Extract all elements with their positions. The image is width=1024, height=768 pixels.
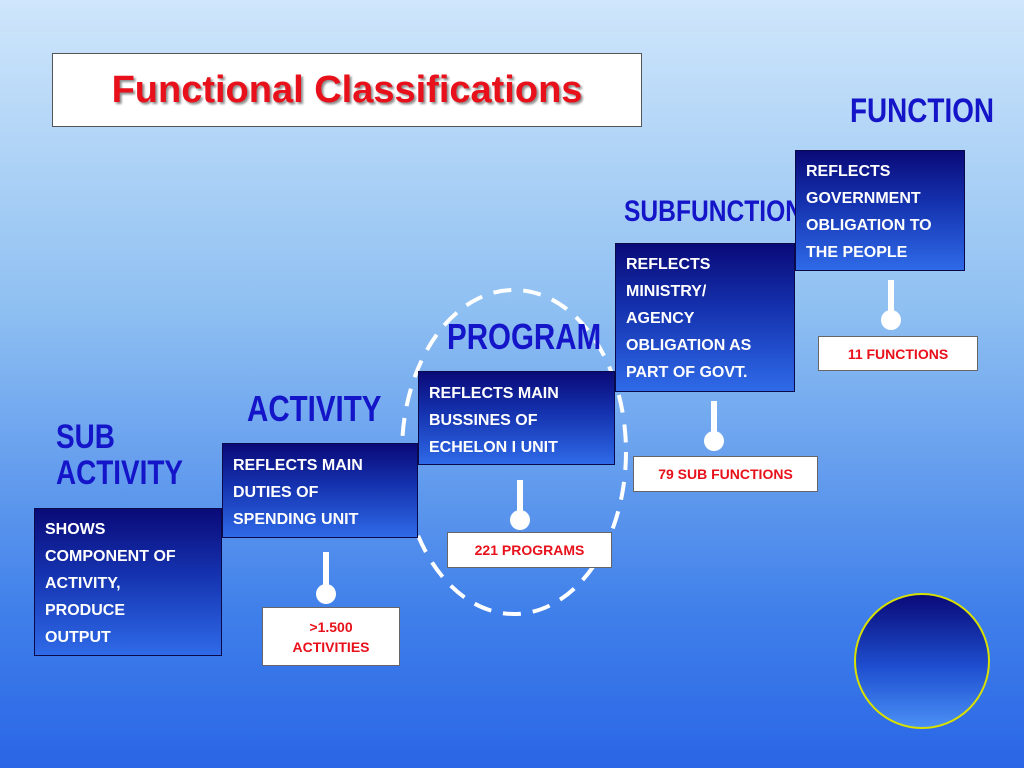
program-description-line: ECHELON I UNIT bbox=[429, 439, 558, 456]
subfunction-description-line: REFLECTS bbox=[626, 256, 711, 273]
subfunction-description-line: MINISTRY/ bbox=[626, 283, 707, 300]
sub-activity-description-line: ACTIVITY, bbox=[45, 575, 121, 592]
subfunction-label: SUBFUNCTION bbox=[624, 195, 804, 228]
sub-activity-description-line: SHOWS bbox=[45, 521, 106, 538]
sub-activity-label-line-2: ACTIVITY bbox=[56, 453, 184, 492]
program-label: PROGRAM bbox=[447, 316, 602, 357]
title-box: Functional Classifications bbox=[52, 53, 642, 127]
subfunction-description-line: PART OF GOVT. bbox=[626, 364, 748, 381]
subfunction-description-box: REFLECTS MINISTRY/ AGENCY OBLIGATION AS … bbox=[615, 243, 795, 392]
subfunction-count-line: 79 SUB FUNCTIONS bbox=[658, 466, 793, 482]
activity-label: ACTIVITY bbox=[247, 388, 382, 429]
program-description-box: REFLECTS MAIN BUSSINES OF ECHELON I UNIT bbox=[418, 371, 615, 465]
subfunction-connector-pin bbox=[704, 401, 724, 451]
function-description-box: REFLECTS GOVERNMENT OBLIGATION TO THE PE… bbox=[795, 150, 965, 271]
function-description-line: REFLECTS bbox=[806, 163, 891, 180]
subfunction-description-line: OBLIGATION AS bbox=[626, 337, 752, 354]
activity-description-box: REFLECTS MAIN DUTIES OF SPENDING UNIT bbox=[222, 443, 418, 538]
function-label: FUNCTION bbox=[850, 92, 995, 130]
activity-description-line: SPENDING UNIT bbox=[233, 511, 359, 528]
activity-description-line: REFLECTS MAIN bbox=[233, 457, 363, 474]
program-description-line: BUSSINES OF bbox=[429, 412, 538, 429]
program-count-line: 221 PROGRAMS bbox=[474, 542, 585, 558]
activity-description-line: DUTIES OF bbox=[233, 484, 319, 501]
function-description-line: OBLIGATION TO bbox=[806, 217, 932, 234]
circle-action-button[interactable] bbox=[854, 593, 990, 729]
activity-count-box: >1.500 ACTIVITIES bbox=[262, 607, 400, 666]
function-count-box: 11 FUNCTIONS bbox=[818, 336, 978, 371]
sub-activity-description-box: SHOWS COMPONENT OF ACTIVITY, PRODUCE OUT… bbox=[34, 508, 222, 656]
function-description-line: THE PEOPLE bbox=[806, 244, 908, 261]
activity-connector-pin bbox=[316, 552, 336, 604]
sub-activity-description-line: OUTPUT bbox=[45, 629, 111, 646]
page-title: Functional Classifications bbox=[111, 68, 583, 111]
function-count-line: 11 FUNCTIONS bbox=[847, 345, 949, 362]
program-count-box: 221 PROGRAMS bbox=[447, 532, 612, 568]
program-description-line: REFLECTS MAIN bbox=[429, 385, 559, 402]
sub-activity-label-line-1: SUB bbox=[56, 418, 115, 456]
sub-activity-label: SUB ACTIVITY bbox=[56, 418, 184, 492]
subfunction-count-box: 79 SUB FUNCTIONS bbox=[633, 456, 818, 492]
activity-count-line: ACTIVITIES bbox=[292, 638, 370, 655]
sub-activity-description-line: COMPONENT OF bbox=[45, 548, 176, 565]
function-connector-pin bbox=[881, 280, 901, 330]
activity-count-line: >1.500 bbox=[309, 618, 353, 635]
subfunction-description-line: AGENCY bbox=[626, 310, 695, 327]
program-connector-pin bbox=[510, 480, 530, 530]
sub-activity-description-line: PRODUCE bbox=[45, 602, 126, 619]
function-description-line: GOVERNMENT bbox=[806, 190, 921, 207]
